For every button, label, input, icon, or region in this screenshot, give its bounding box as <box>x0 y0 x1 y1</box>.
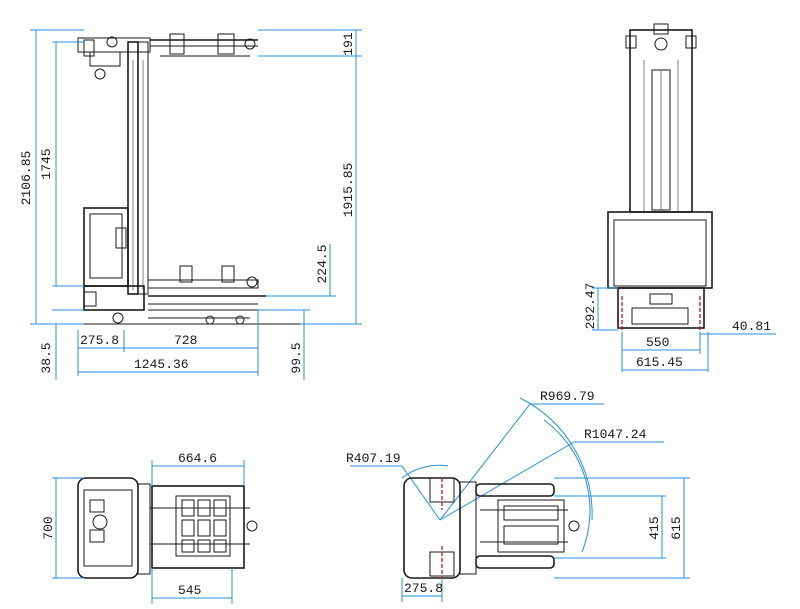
mast-rear-rail <box>137 41 149 295</box>
dim-fork-outer-width: 615 <box>669 516 684 539</box>
dim-radius-mid: R969.79 <box>540 389 595 404</box>
fork-left <box>475 483 555 497</box>
arc-r407 <box>401 464 449 479</box>
dim-platform-width: 664.6 <box>178 451 217 466</box>
rear-body <box>607 211 713 289</box>
dim-fork-length: 728 <box>174 333 197 348</box>
dim-inner-width: 550 <box>646 335 669 350</box>
turn-body <box>403 477 461 579</box>
top-view: 664.6 700 545 <box>41 451 258 604</box>
arc-r969 <box>519 397 593 521</box>
dim-rear-offset: 275.8 <box>80 333 119 348</box>
dim-wheel-offset: 40.81 <box>732 319 771 334</box>
arc-r1047 <box>543 419 591 553</box>
body-box <box>83 207 129 287</box>
top-platform <box>151 485 245 569</box>
dim-overall-length: 1245.36 <box>134 357 189 372</box>
dim-outer-width: 615.45 <box>636 355 683 370</box>
dim-fork-span: 545 <box>178 583 201 598</box>
dim-ground-offset: 38.5 <box>39 342 54 373</box>
rear-view: 292.47 40.81 550 615.45 <box>583 23 776 372</box>
dim-lift-height: 1915.85 <box>341 163 356 218</box>
dim-chassis-height: 292.47 <box>583 283 598 330</box>
top-body <box>77 477 139 579</box>
dim-body-width: 700 <box>41 516 56 539</box>
side-view: 2106.85 1745 191 1915.85 224.5 38.5 275.… <box>19 29 362 380</box>
dim-radius-outer: R1047.24 <box>584 427 647 442</box>
dim-fork-thickness: 99.5 <box>289 342 304 373</box>
dim-mast-height: 1745 <box>39 148 54 179</box>
dim-fork-height: 224.5 <box>315 244 330 283</box>
dim-total-height: 2106.85 <box>19 151 34 206</box>
dim-fork-inner-width: 415 <box>647 516 662 539</box>
dim-turn-rear-offset: 275.8 <box>404 581 443 596</box>
turning-view: R969.79 R1047.24 R407.19 415 615 275.8 <box>346 389 690 602</box>
fork-right <box>475 555 555 569</box>
dim-top-clearance: 191 <box>341 32 356 56</box>
dim-radius-inner: R407.19 <box>346 451 401 466</box>
rear-chassis <box>617 287 705 329</box>
